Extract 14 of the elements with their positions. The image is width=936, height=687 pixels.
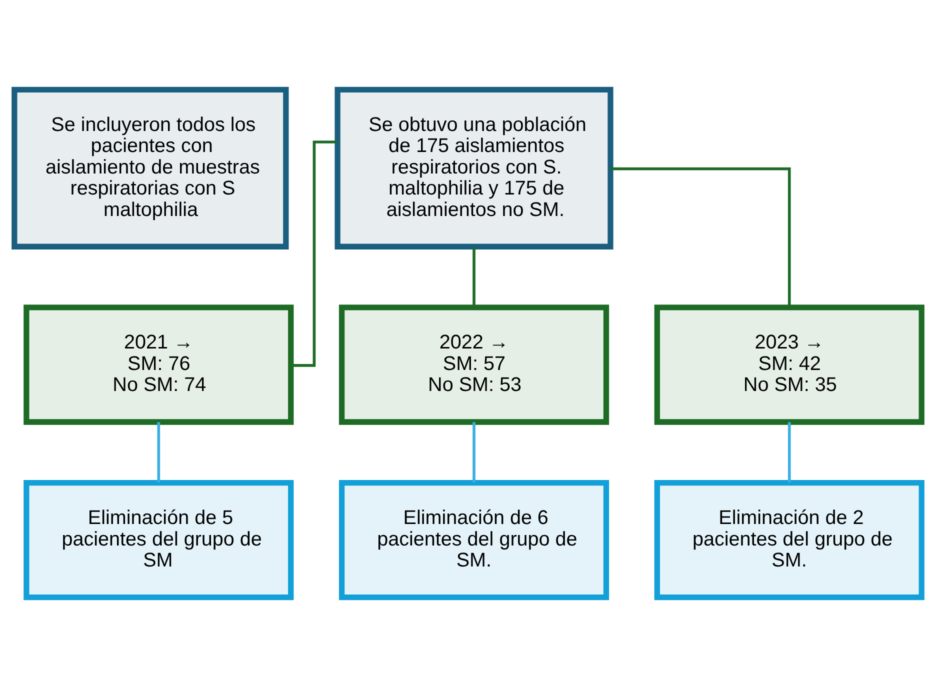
node-box: Se incluyeron todos los pacientes con aislamiento de muestras respiratorias con S maltophilia [12,86,289,250]
node-box: Se obtuvo una población de 175 aislamientos respiratorios con S. maltophilia y 175 de aislamientos no SM. [334,86,614,250]
node-box: 2023 → SM: 42 No SM: 35 [654,304,924,425]
connector [291,140,338,367]
node-box: Eliminación de 6 pacientes del grupo de SM. [338,480,610,600]
node-box: 2021 → SM: 76 No SM: 74 [24,304,294,425]
node-box: Eliminación de 5 pacientes del grupo de SM [24,480,294,600]
connector [157,422,160,483]
connector [472,246,476,308]
node-box: Eliminación de 2 pacientes del grupo de SM. [654,480,924,600]
connector [610,167,791,307]
node-box: 2022 → SM: 57 No SM: 53 [338,304,610,425]
connector [472,422,476,483]
connector [788,422,791,483]
